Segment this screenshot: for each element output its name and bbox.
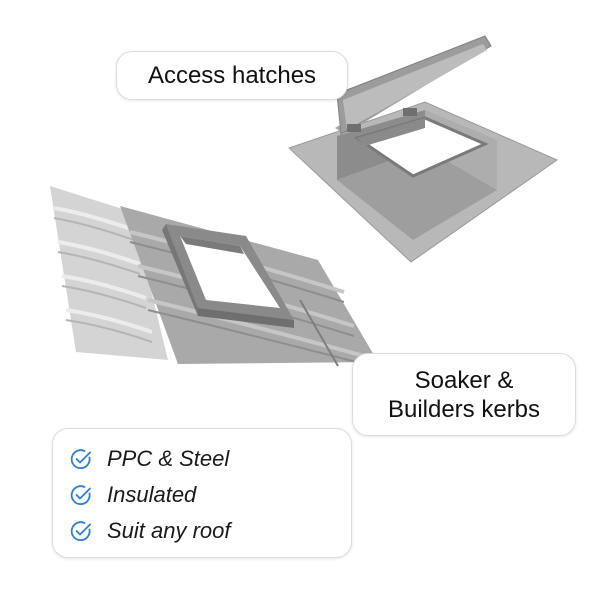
soaker-kerb-illustration [50,186,378,367]
feature-item: Insulated [69,477,351,513]
check-circle-icon [70,449,91,469]
feature-text: PPC & Steel [107,446,230,471]
access-hatches-text: Access hatches [147,61,317,89]
access-hatch-illustration [288,35,559,263]
check-circle-icon [70,521,91,541]
check-circle-icon [70,485,91,505]
soaker-kerbs-text-line2: Builders kerbs [387,395,541,423]
feature-item: PPC & Steel [69,441,351,477]
feature-text: Insulated [107,482,197,507]
feature-item: Suit any roof [69,513,351,549]
access-hatches-label: Access hatches [116,51,348,100]
feature-list: PPC & Steel Insulated Suit any roof [52,428,352,558]
soaker-kerbs-label: Soaker & Builders kerbs [352,353,576,436]
soaker-kerbs-text-line1: Soaker & [414,366,514,394]
feature-text: Suit any roof [107,518,231,543]
